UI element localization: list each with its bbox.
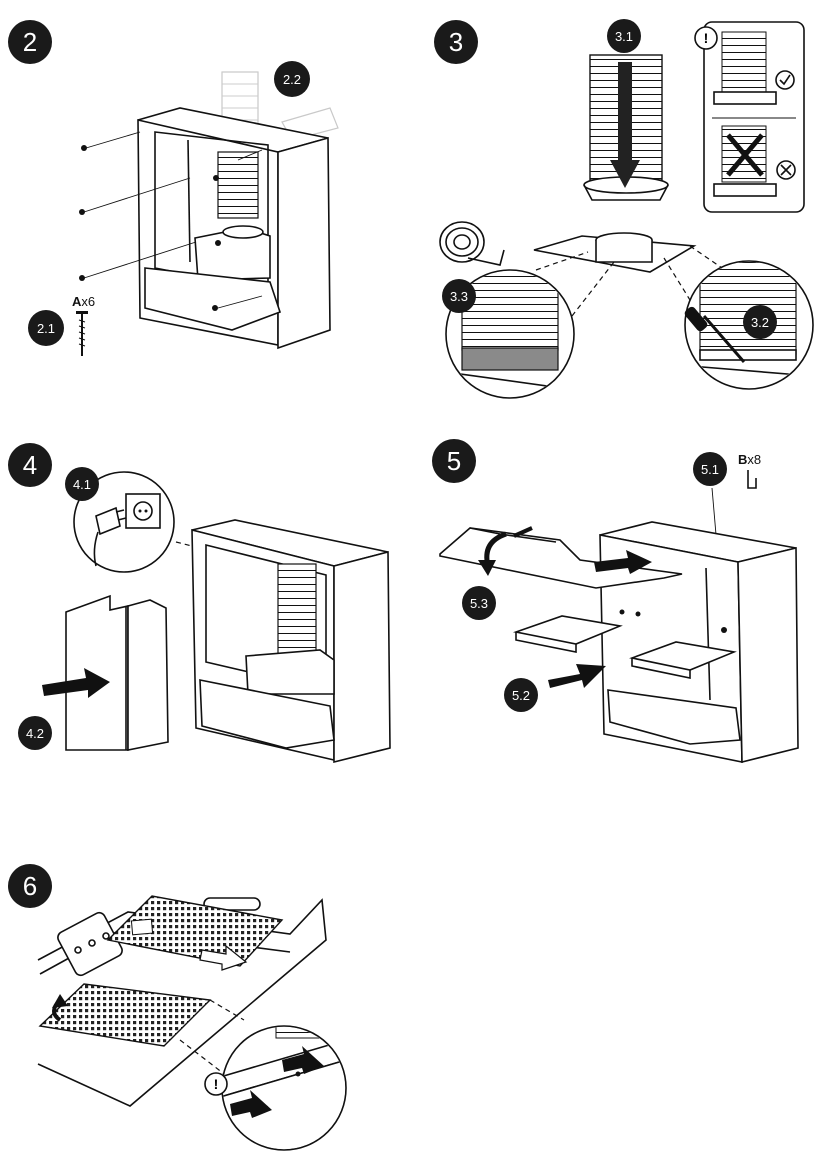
filter-slide-arrow-icon (199, 944, 248, 971)
grease-filter-top (106, 895, 284, 967)
callout-4-2-badge (18, 716, 52, 750)
warning-exclamation-6-icon (204, 1072, 228, 1096)
callout-3-3-label: 3.3 (450, 289, 468, 304)
step-2-number: 2 (23, 27, 37, 57)
callout-4-2-label: 4.2 (26, 726, 44, 741)
plug-icon (93, 506, 127, 567)
panel-left (512, 615, 623, 645)
callout-2-2-badge (274, 61, 310, 97)
callout-2-2-label: 2.2 (283, 72, 301, 87)
step-5-panel: 5 5.1 Bx8 5.3 5.2 (432, 439, 799, 764)
step-4-panel: 4 4.1 4.2 (8, 443, 391, 764)
step-5-number: 5 (447, 446, 461, 476)
step-3-panel: 3 3.1 ! (434, 19, 814, 399)
step-2-panel: 2 (8, 20, 339, 356)
step-2-badge (8, 20, 52, 64)
hardware-b-qty: Bx8 (738, 452, 761, 467)
callout-2-1-badge (28, 310, 64, 346)
sealing-tape (461, 347, 559, 371)
callout-5-1-label: 5.1 (701, 462, 719, 477)
callout-4-1-badge (65, 467, 99, 501)
insert-arrow-icon (548, 664, 606, 688)
step-6-badge (8, 864, 52, 908)
callout-5-1-badge (693, 452, 727, 486)
control-panel (57, 911, 123, 977)
flexible-duct (217, 151, 259, 219)
callout-5-3-badge (462, 586, 496, 620)
step-3-badge (434, 20, 478, 64)
callout-3-1-badge (607, 19, 641, 53)
step-6-number: 6 (23, 871, 37, 901)
duct-step4 (277, 563, 317, 657)
callout-5-3-label: 5.3 (470, 596, 488, 611)
callout-4-1-label: 4.1 (73, 477, 91, 492)
callout-5-2-badge (504, 678, 538, 712)
hood-bottom-tray (144, 267, 282, 331)
grease-filter-bottom (38, 983, 212, 1047)
push-arrow-b-icon (230, 1090, 272, 1118)
push-down-arrow-icon (618, 62, 632, 162)
step-3-number: 3 (449, 27, 463, 57)
panel-right (629, 641, 737, 671)
step-4-badge (8, 443, 52, 487)
screw-leaders (83, 131, 263, 309)
check-circle-icon (775, 70, 795, 90)
step-6-panel: 6 ! (8, 864, 347, 1151)
hood-underside (37, 898, 327, 1107)
hood-side (277, 136, 331, 350)
slide-arrow-5-icon (594, 550, 652, 574)
chimney-cover (65, 594, 129, 751)
screwdriver-icon (684, 306, 746, 363)
callout-3-1-label: 3.1 (615, 29, 633, 44)
clip-b-icon (747, 470, 757, 489)
screw-icons (79, 145, 221, 311)
warning-exclamation-icon (694, 26, 718, 50)
callout-3-2-badge (743, 305, 777, 339)
svg-text:!: ! (704, 30, 709, 46)
step-4-number: 4 (23, 450, 37, 480)
hardware-a-qty: Ax6 (72, 294, 95, 309)
push-arrow-a-icon (282, 1046, 324, 1074)
tape-roll-icon (439, 221, 505, 266)
callout-5-2-label: 5.2 (512, 688, 530, 703)
callout-3-3-badge (442, 279, 476, 313)
svg-text:!: ! (214, 1076, 219, 1092)
slide-arrow-icon (42, 668, 110, 698)
power-socket-icon (125, 493, 161, 529)
handle-slot (203, 897, 261, 911)
step-5-badge (432, 439, 476, 483)
callout-3-2-label: 3.2 (751, 315, 769, 330)
callout-2-1-label: 2.1 (37, 321, 55, 336)
screw-a-icon (76, 311, 88, 356)
